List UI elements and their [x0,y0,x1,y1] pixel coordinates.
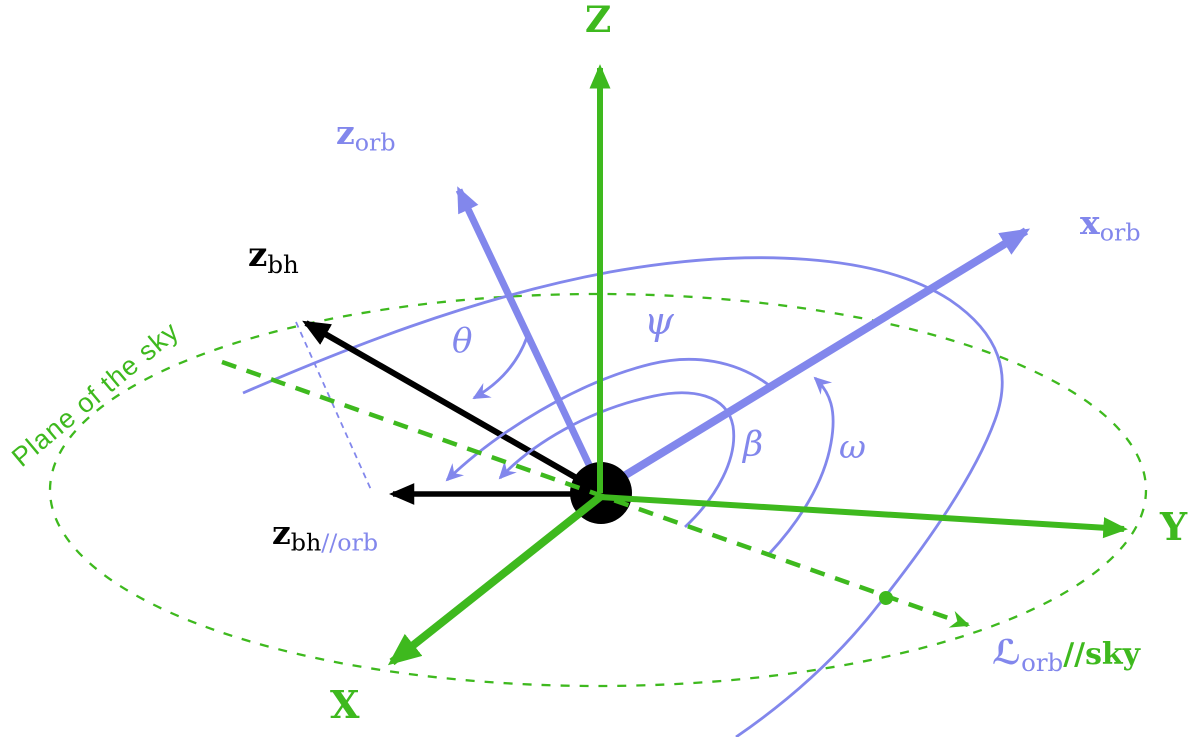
node-line-label: ℒorb//sky [992,636,1140,675]
omega-angle-arc [767,376,835,555]
z-bh-orb-sub2: //orb [321,528,379,557]
x-sky-axis-label-text: X [330,682,360,727]
beta-angle-label: β [743,428,763,463]
z-orb-axis [455,186,605,492]
y-sky-axis-label-text: Y [1160,504,1188,549]
psi-text: ψ [644,299,674,343]
x-sky-axis-label: X [330,686,359,724]
projection-dashed-line [295,321,373,493]
node-line-suffix: //sky [1063,637,1140,672]
z-bh-sub: bh [267,249,299,279]
z-orb-axis-label: zorb [336,116,396,155]
psi-angle-label: ψ [644,302,674,340]
x-sky-axis [387,493,603,666]
theta-angle-label: θ [452,324,472,358]
z-orb-sub: orb [354,128,396,157]
node-line-dashed [221,359,970,628]
x-orb-axis-label: xorb [1080,206,1141,245]
psi-angle-arc [445,357,775,482]
y-sky-axis-label: Y [1160,508,1187,546]
z-sky-axis-label-text: Z [585,0,612,41]
omega-angle-label: ω [839,430,866,463]
node-line-sub: orb [1021,647,1064,677]
x-orb-sub: orb [1099,218,1141,247]
node-line-dot [879,591,893,605]
z-orb-main: z [336,113,355,152]
z-bh-vector [302,320,603,495]
z-bh-orb-main: z [272,513,291,552]
z-bh-vector-label: zbh [248,238,299,277]
node-line-script-l: ℒ [992,633,1022,673]
x-orb-axis [598,227,1031,494]
beta-angle-arc [498,391,736,529]
omega-text: ω [839,427,866,466]
theta-text: θ [452,321,473,361]
z-sky-axis-label: Z [585,2,611,38]
z-bh-main: z [248,235,268,275]
z-bh-orb-projection-label: zbh//orb [272,516,378,555]
plane-of-sky-ellipse [48,292,1148,688]
theta-angle-arc [472,336,529,400]
z-bh-orb-sub: bh [290,528,322,557]
orbital-plane-ellipse [242,256,1004,737]
x-orb-main: x [1080,203,1100,242]
beta-text: β [743,425,764,465]
y-sky-axis [599,494,1128,539]
